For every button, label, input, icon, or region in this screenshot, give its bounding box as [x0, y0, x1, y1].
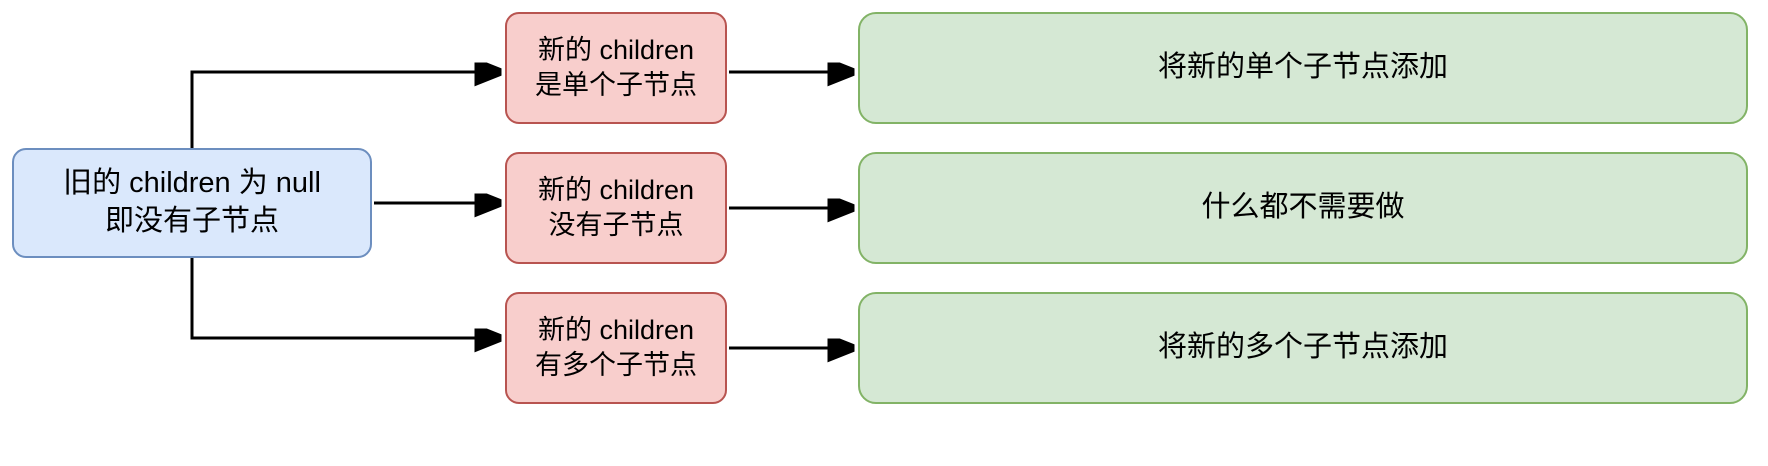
condition-node-multiple-children[interactable]: 新的 children 有多个子节点	[505, 292, 727, 404]
condition-node-single-child[interactable]: 新的 children 是单个子节点	[505, 12, 727, 124]
result-node-do-nothing[interactable]: 什么都不需要做	[858, 152, 1748, 264]
result-node-add-multiple-children[interactable]: 将新的多个子节点添加	[858, 292, 1748, 404]
condition-node-no-child[interactable]: 新的 children 没有子节点	[505, 152, 727, 264]
result-node-add-single-child[interactable]: 将新的单个子节点添加	[858, 12, 1748, 124]
start-node-old-children-null[interactable]: 旧的 children 为 null 即没有子节点	[12, 148, 372, 258]
